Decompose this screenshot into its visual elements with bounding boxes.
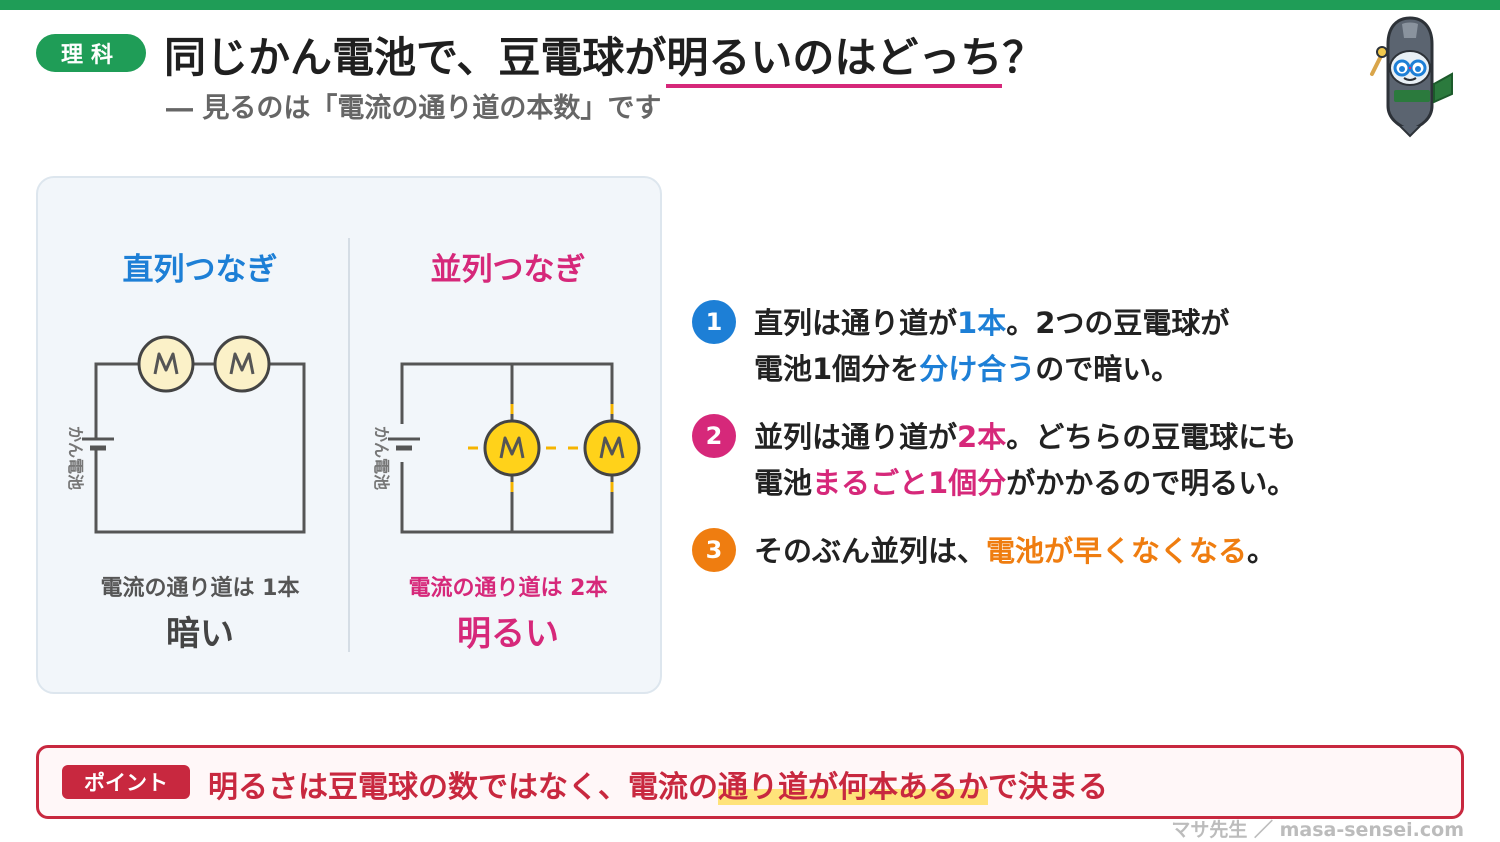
- point-2-line2-c: がかかるので明るい。: [1006, 466, 1297, 500]
- point-2-line2-a: 電池: [754, 466, 813, 500]
- point-2-number: 2: [692, 414, 736, 458]
- series-wire-right: [94, 362, 306, 534]
- top-accent-bar: [0, 0, 1500, 10]
- key-point-text-mark: 通り道が何本あるか: [718, 770, 988, 805]
- point-3: 3 そのぶん並列は、電池が早くなくなる。: [692, 528, 1276, 574]
- series-wire-left: [94, 362, 138, 424]
- point-2-text: 並列は通り道が2本。どちらの豆電球にも 電池まるごと1個分がかかるので明るい。: [754, 414, 1296, 506]
- parallel-title: 並列つなぎ: [430, 252, 586, 288]
- panel-divider: [348, 238, 350, 652]
- point-3-text: そのぶん並列は、電池が早くなくなる。: [754, 528, 1276, 574]
- series-battery-label: かん電池: [66, 426, 85, 490]
- point-1-line1-a: 直列は通り道が: [754, 306, 958, 340]
- point-1-number: 1: [692, 300, 736, 344]
- series-path-caption: 電流の通り道は 1本: [100, 576, 300, 601]
- point-1-line2-c: ので暗い。: [1035, 352, 1181, 386]
- page-subtitle: ― 見るのは「電流の通り道の本数」です: [166, 93, 662, 124]
- point-1: 1 直列は通り道が1本。2つの豆電球が 電池1個分を分け合うので暗い。: [692, 300, 1229, 392]
- point-3-line1-c: 。: [1247, 534, 1277, 568]
- series-bulb-2: [213, 335, 271, 393]
- parallel-path-caption: 電流の通り道は 2本: [408, 576, 608, 601]
- key-point-text-b: で決まる: [988, 770, 1108, 805]
- subject-badge: 理科: [36, 34, 146, 72]
- key-point-text-a: 明るさは豆電球の数ではなく、電流の: [208, 770, 718, 805]
- series-circuit: かん電池: [66, 335, 306, 534]
- key-point-text: 明るさは豆電球の数ではなく、電流の通り道が何本あるかで決まる: [208, 762, 1108, 806]
- mascot-illustration: [1370, 16, 1453, 138]
- footer-credit: マサ先生 ／ masa-sensei.com: [1171, 819, 1464, 841]
- point-1-line1-b: 1本: [957, 306, 1007, 340]
- series-title: 直列つなぎ: [122, 252, 278, 288]
- series-battery: [82, 424, 114, 462]
- parallel-result: 明るい: [457, 614, 559, 654]
- parallel-bulb-2: [583, 419, 641, 477]
- point-2-line2-b: まるごと1個分: [812, 466, 1007, 500]
- circuit-diagrams: かん電池 かん電池: [66, 335, 641, 534]
- point-1-line2-a: 電池1個分を: [754, 352, 920, 386]
- series-bulb-1: [137, 335, 195, 393]
- parallel-battery-label: かん電池: [372, 426, 391, 490]
- parallel-circuit: かん電池: [372, 362, 641, 534]
- parallel-bulb-1-rays: [468, 404, 556, 492]
- point-3-line1-b: 電池が早くなくなる: [986, 534, 1248, 568]
- title-part-2: ？: [1002, 33, 1045, 82]
- title-part-1: 同じかん電池で、豆電球が: [164, 33, 667, 82]
- parallel-bulb-1: [483, 419, 541, 477]
- title-highlight: 明るいのはどっち: [666, 33, 1003, 88]
- point-2-line1-b: 2本: [957, 420, 1007, 454]
- point-3-number: 3: [692, 528, 736, 572]
- point-2: 2 並列は通り道が2本。どちらの豆電球にも 電池まるごと1個分がかかるので明るい…: [692, 414, 1296, 506]
- point-1-line2-b: 分け合う: [919, 352, 1036, 386]
- parallel-bulb-2-rays: [568, 404, 614, 492]
- point-1-text: 直列は通り道が1本。2つの豆電球が 電池1個分を分け合うので暗い。: [754, 300, 1229, 392]
- point-3-line1-a: そのぶん並列は、: [754, 534, 987, 568]
- series-result: 暗い: [166, 614, 234, 654]
- parallel-battery: [388, 437, 420, 451]
- point-2-line1-c: 。どちらの豆電球にも: [1006, 420, 1297, 454]
- point-2-line1-a: 並列は通り道が: [754, 420, 958, 454]
- page-title: 同じかん電池で、豆電球が明るいのはどっち？: [164, 24, 1045, 88]
- key-point-badge: ポイント: [62, 765, 190, 799]
- point-1-line1-c: 。2つの豆電球が: [1006, 306, 1230, 340]
